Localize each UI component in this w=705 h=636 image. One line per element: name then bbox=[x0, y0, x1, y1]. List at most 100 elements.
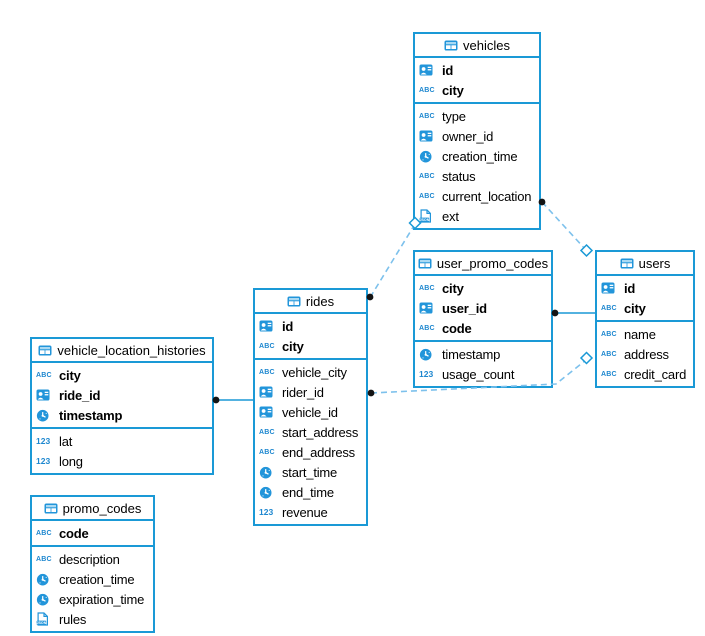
column-label: id bbox=[442, 62, 454, 78]
time-icon bbox=[36, 408, 55, 422]
column-id[interactable]: id bbox=[597, 278, 693, 298]
column-creation_time[interactable]: creation_time bbox=[415, 146, 539, 166]
text-icon: ABC bbox=[259, 428, 275, 436]
table-icon bbox=[620, 258, 634, 269]
table-header-vehicles[interactable]: vehicles bbox=[415, 34, 539, 58]
column-label: timestamp bbox=[442, 346, 501, 362]
text-icon: ABC bbox=[36, 371, 52, 379]
number-icon: 123 bbox=[36, 455, 51, 466]
column-label: timestamp bbox=[59, 407, 123, 423]
column-user_id[interactable]: user_id bbox=[415, 298, 551, 318]
text-icon: ABC bbox=[601, 350, 617, 358]
table-header-users[interactable]: users bbox=[597, 252, 693, 276]
column-rules[interactable]: JSON rules bbox=[32, 609, 153, 629]
column-timestamp[interactable]: timestamp bbox=[32, 405, 212, 425]
text-icon: ABC bbox=[419, 192, 435, 200]
column-description[interactable]: ABC description bbox=[32, 549, 153, 569]
relationship-user-promo-codes-users[interactable] bbox=[551, 309, 596, 317]
column-end_time[interactable]: end_time bbox=[255, 482, 366, 502]
column-label: revenue bbox=[282, 504, 328, 520]
column-label: code bbox=[442, 320, 472, 336]
table-header-promo_codes[interactable]: promo_codes bbox=[32, 497, 153, 521]
table-header-vehicle_location_histories[interactable]: vehicle_location_histories bbox=[32, 339, 212, 363]
svg-text:JSON: JSON bbox=[420, 218, 430, 222]
column-city[interactable]: ABC city bbox=[415, 278, 551, 298]
column-timestamp[interactable]: timestamp bbox=[415, 344, 551, 364]
column-label: owner_id bbox=[442, 128, 494, 144]
column-label: city bbox=[59, 367, 81, 383]
number-icon: 123 bbox=[259, 506, 274, 517]
svg-text:JSON: JSON bbox=[37, 621, 47, 625]
table-header-user_promo_codes[interactable]: user_promo_codes bbox=[415, 252, 551, 276]
column-label: vehicle_id bbox=[282, 404, 338, 420]
time-icon bbox=[259, 485, 278, 499]
column-expiration_time[interactable]: expiration_time bbox=[32, 589, 153, 609]
time-icon bbox=[419, 347, 438, 361]
column-id[interactable]: id bbox=[415, 60, 539, 80]
column-label: vehicle_city bbox=[282, 364, 347, 380]
text-icon: ABC bbox=[419, 86, 435, 94]
table-title: vehicles bbox=[463, 37, 510, 53]
column-label: creation_time bbox=[59, 571, 135, 587]
text-icon: ABC bbox=[419, 324, 435, 332]
table-icon bbox=[44, 503, 58, 514]
column-rider_id[interactable]: rider_id bbox=[255, 382, 366, 402]
column-vehicle_id[interactable]: vehicle_id bbox=[255, 402, 366, 422]
column-creation_time[interactable]: creation_time bbox=[32, 569, 153, 589]
column-ride_id[interactable]: ride_id bbox=[32, 385, 212, 405]
column-code[interactable]: ABC code bbox=[415, 318, 551, 338]
column-label: description bbox=[59, 551, 120, 567]
relationship-vehicles-users[interactable] bbox=[538, 198, 594, 258]
text-icon: ABC bbox=[419, 284, 435, 292]
column-start_time[interactable]: start_time bbox=[255, 462, 366, 482]
id-icon bbox=[419, 130, 438, 142]
table-header-rides[interactable]: rides bbox=[255, 290, 366, 314]
id-icon bbox=[419, 64, 438, 76]
column-city[interactable]: ABC city bbox=[32, 365, 212, 385]
id-icon bbox=[36, 389, 55, 401]
id-icon bbox=[259, 320, 278, 332]
text-icon: ABC bbox=[419, 112, 435, 120]
column-label: city bbox=[442, 280, 464, 296]
relationship-vehicle-location-histories-rides[interactable] bbox=[212, 396, 254, 404]
text-icon: ABC bbox=[36, 555, 52, 563]
column-id[interactable]: id bbox=[255, 316, 366, 336]
text-icon: ABC bbox=[36, 529, 52, 537]
time-icon bbox=[419, 149, 438, 163]
id-icon bbox=[601, 282, 620, 294]
column-revenue[interactable]: 123 revenue bbox=[255, 502, 366, 522]
column-label: id bbox=[624, 280, 636, 296]
column-label: rules bbox=[59, 611, 87, 627]
column-owner_id[interactable]: owner_id bbox=[415, 126, 539, 146]
primary-key-section: ABC city ride_id timestamp bbox=[32, 363, 212, 429]
